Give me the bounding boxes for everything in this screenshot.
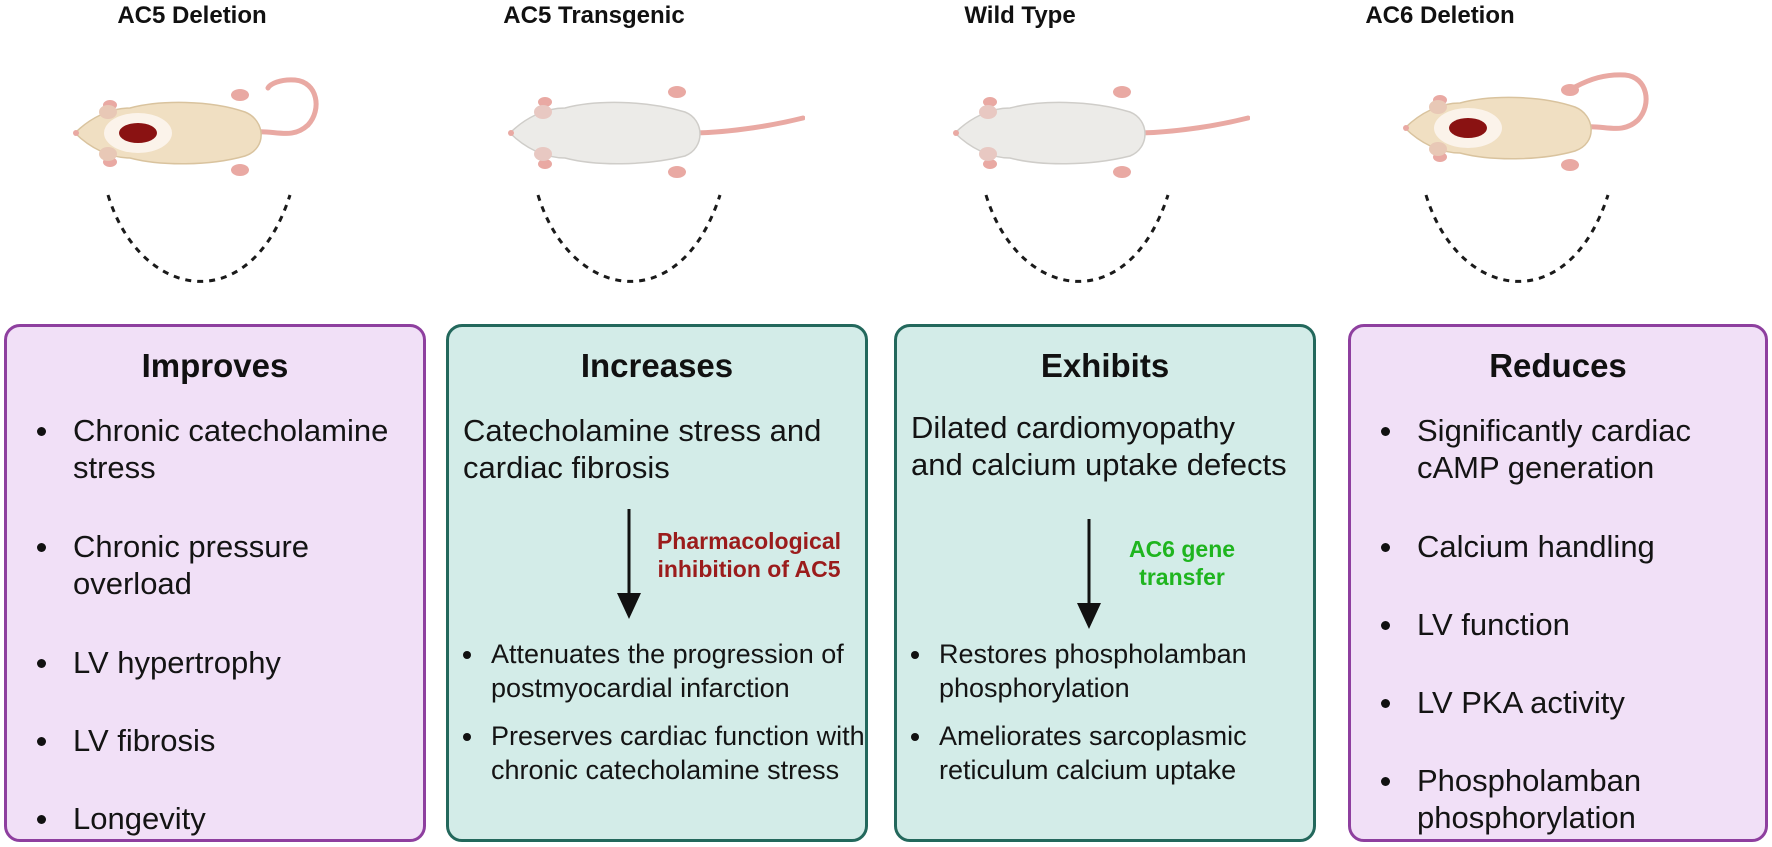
outcomes-list: Restores phospholamban phosphorylation A… — [901, 637, 1311, 787]
column-title-wild-type: Wild Type — [964, 2, 1076, 29]
dashed-connector-wild-type — [984, 194, 1170, 283]
panel-intro-text: Dilated cardiomyopathy and calcium uptak… — [911, 410, 1287, 482]
dashed-connector-ac5-deletion — [106, 194, 292, 283]
panel-heading: Exhibits — [1040, 347, 1170, 384]
list-item: LV PKA activity — [1359, 684, 1759, 762]
list-item: Phospholamban phosphorylation — [1359, 762, 1759, 836]
list-item: Significantly cardiac cAMP generation — [1359, 412, 1759, 528]
effects-list: Significantly cardiac cAMP generation Ca… — [1359, 412, 1759, 836]
down-arrow-icon — [617, 509, 641, 619]
list-item: LV function — [1359, 606, 1759, 684]
panel-ac5-deletion: Improves Chronic catecholamine stress Ch… — [4, 324, 426, 842]
panel-ac6-deletion: Reduces Significantly cardiac cAMP gener… — [1348, 324, 1768, 842]
panel-heading: Reduces — [1489, 347, 1627, 384]
down-arrow-icon — [1077, 519, 1101, 629]
list-item: LV fibrosis — [15, 722, 415, 800]
arrow-label-ac6-gene-transfer: AC6 gene transfer — [1128, 536, 1236, 590]
panel-wild-type: Exhibits Dilated cardiomyopathy and calc… — [894, 324, 1316, 842]
arrow-label-pharmacological-inhibition: Pharmacological inhibition of AC5 — [656, 528, 842, 582]
column-title-ac6-deletion: AC6 Deletion — [1365, 2, 1515, 29]
panel-heading: Increases — [580, 347, 734, 384]
list-item: Preserves cardiac function with chronic … — [453, 719, 873, 787]
panel-intro-text: Catecholamine stress and cardiac fibrosi… — [463, 413, 822, 485]
list-item: Calcium handling — [1359, 528, 1759, 606]
ac6-deletion-mouse-icon — [1403, 72, 1649, 171]
dashed-connector-ac5-transgenic — [536, 194, 722, 283]
list-item: LV hypertrophy — [15, 644, 415, 722]
outcomes-list: Attenuates the progression of postmyocar… — [453, 637, 873, 787]
list-item: Longevity — [15, 800, 415, 837]
panel-heading: Improves — [141, 347, 289, 384]
column-title-ac5-deletion: AC5 Deletion — [117, 2, 267, 29]
list-item: Attenuates the progression of postmyocar… — [453, 637, 873, 705]
ac5-transgenic-mouse-icon — [508, 86, 805, 178]
list-item: Chronic pressure overload — [15, 528, 415, 644]
effects-list: Chronic catecholamine stress Chronic pre… — [15, 412, 415, 837]
list-item: Restores phospholamban phosphorylation — [901, 637, 1311, 705]
wild-type-mouse-icon — [953, 86, 1250, 178]
ac5-deletion-mouse-icon — [73, 77, 319, 176]
list-item: Ameliorates sarcoplasmic reticulum calci… — [901, 719, 1311, 787]
column-title-ac5-transgenic: AC5 Transgenic — [503, 2, 685, 29]
list-item: Chronic catecholamine stress — [15, 412, 415, 528]
panel-ac5-transgenic: Increases Catecholamine stress and cardi… — [446, 324, 868, 842]
dashed-connector-ac6-deletion — [1424, 194, 1610, 283]
